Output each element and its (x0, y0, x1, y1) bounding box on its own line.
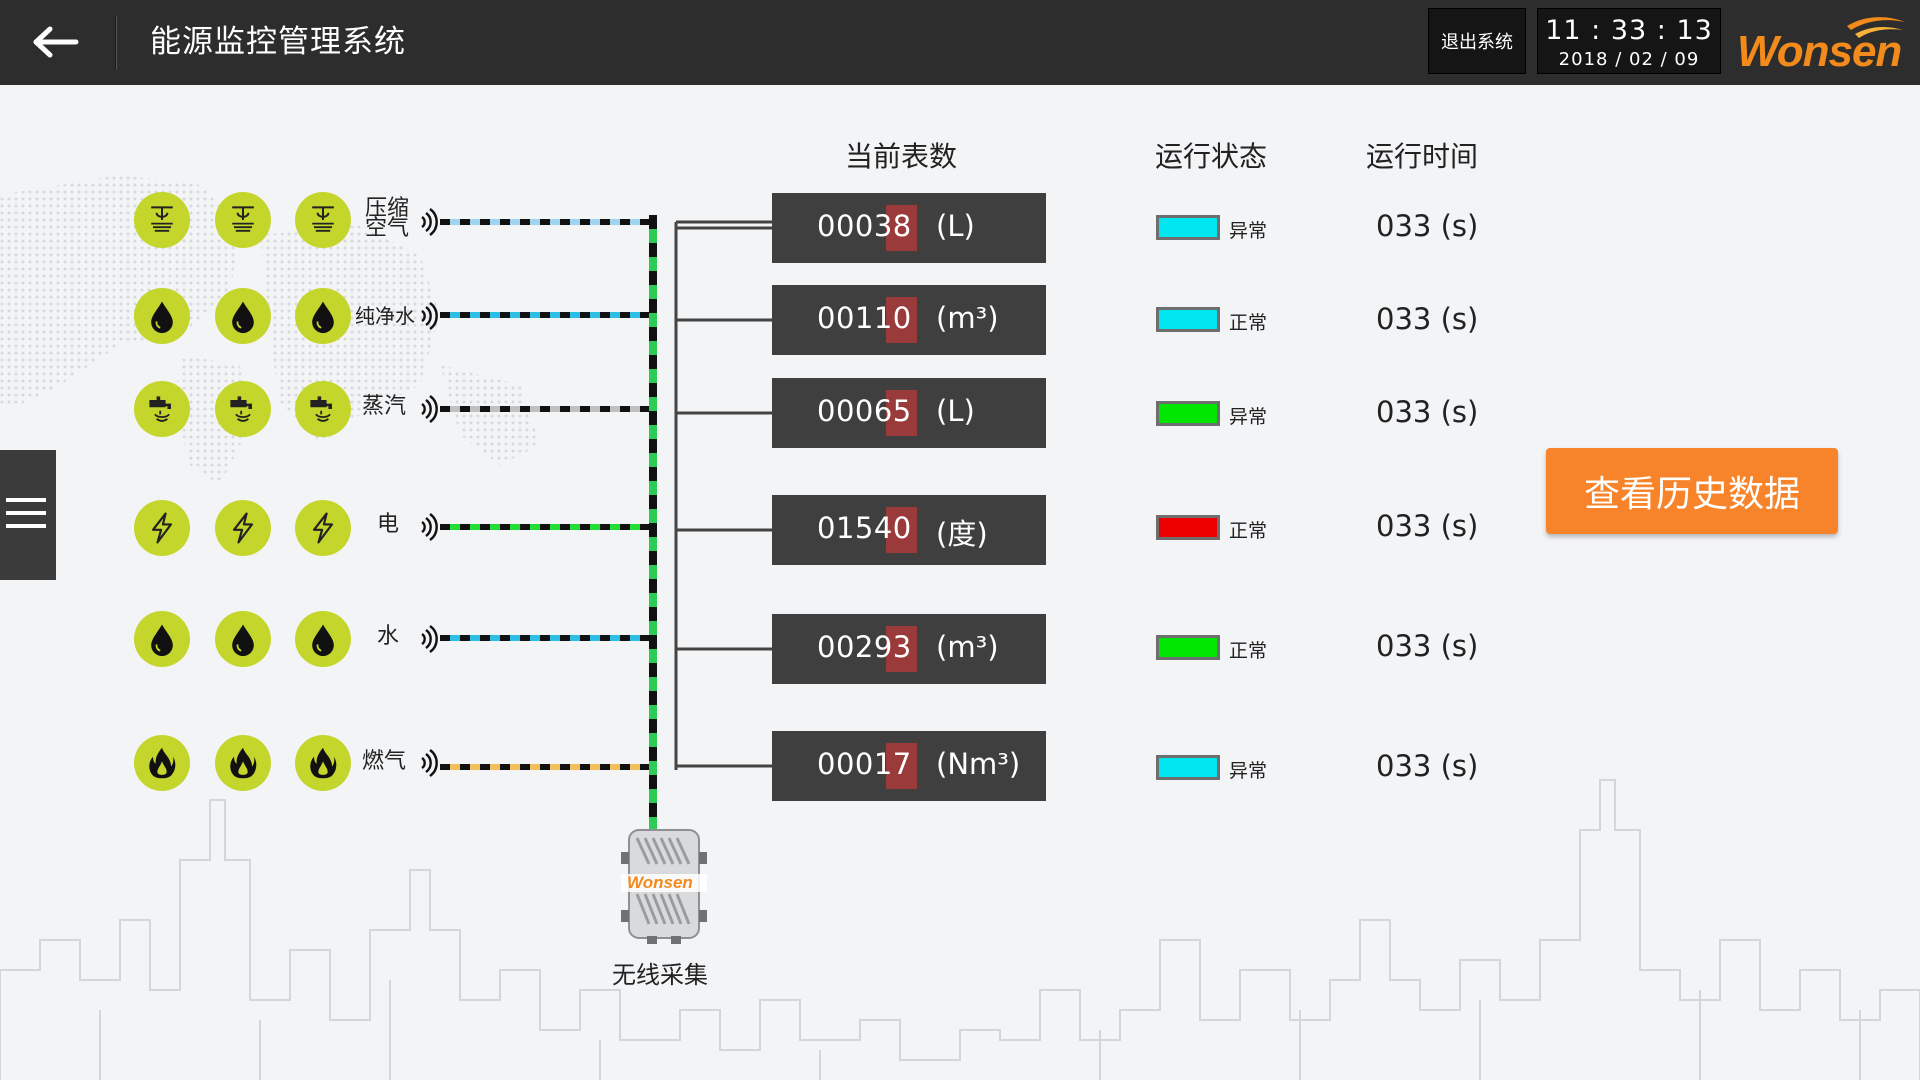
digit-cursor (886, 390, 917, 436)
wireless-signal-icon (418, 512, 438, 542)
status-text: 正常 (1229, 640, 1268, 662)
runtime-value: 033 (s) (1376, 509, 1479, 543)
meter-unit: (L) (936, 394, 975, 428)
meter-unit: (L) (936, 209, 975, 243)
digit-cursor (886, 507, 917, 553)
city-skyline-background (0, 779, 1920, 1080)
lightning-icon[interactable] (215, 500, 271, 556)
energy-label: 纯净水 (355, 304, 415, 328)
side-menu-toggle[interactable] (0, 450, 56, 580)
runtime-value: 033 (s) (1376, 749, 1479, 783)
wireless-signal-icon (418, 207, 438, 237)
meter-unit: (m³) (936, 301, 999, 335)
water-drop-icon[interactable] (215, 288, 271, 344)
meter-reading-steam[interactable]: 00065 (L) (772, 378, 1046, 448)
status-indicator (1156, 515, 1220, 540)
digit-cursor (886, 626, 917, 672)
compressed-air-icon[interactable] (215, 192, 271, 248)
digit-cursor (886, 743, 917, 789)
steam-faucet-icon[interactable] (215, 381, 271, 437)
collector-logo-text: Wonsen (627, 873, 693, 892)
clock-time: 11 : 33 : 13 (1545, 15, 1713, 46)
runtime-value: 033 (s) (1376, 302, 1479, 336)
meter-value: 00293 (817, 630, 912, 664)
energy-label: 水 (377, 624, 400, 649)
meter-unit: (度) (936, 517, 988, 551)
column-header-runtime: 运行时间 (1366, 140, 1479, 173)
lightning-icon[interactable] (295, 500, 351, 556)
arrow-left-icon (33, 26, 79, 58)
energy-label-line2: 空气 (365, 216, 410, 241)
exit-system-button[interactable]: 退出系统 (1428, 8, 1526, 74)
energy-label: 燃气 (362, 749, 407, 774)
runtime-value: 033 (s) (1376, 629, 1479, 663)
flame-icon[interactable] (134, 735, 190, 791)
meter-value: 00110 (817, 301, 912, 335)
top-bar: 能源监控管理系统 退出系统 11 : 33 : 13 2018 / 02 / 0… (0, 0, 1920, 85)
back-button[interactable] (28, 22, 84, 62)
lightning-icon[interactable] (134, 500, 190, 556)
view-history-button[interactable]: 查看历史数据 (1546, 448, 1838, 534)
meter-reading-water[interactable]: 00293 (m³) (772, 614, 1046, 684)
column-header-reading: 当前表数 (845, 140, 958, 173)
wireless-signal-icon (418, 624, 438, 654)
status-indicator (1156, 401, 1220, 426)
runtime-value: 033 (s) (1376, 209, 1479, 243)
water-drop-icon[interactable] (134, 611, 190, 667)
brand-logo: Wonsen (1737, 17, 1905, 72)
compressed-air-icon[interactable] (134, 192, 190, 248)
energy-label: 蒸汽 (362, 394, 407, 419)
status-indicator (1156, 307, 1220, 332)
meter-value: 00017 (817, 747, 912, 781)
compressed-air-icon[interactable] (295, 192, 351, 248)
energy-label: 电 (377, 512, 400, 537)
water-drop-icon[interactable] (295, 288, 351, 344)
meter-reading-pure-water[interactable]: 00110 (m³) (772, 285, 1046, 355)
meter-value: 00065 (817, 394, 912, 428)
status-text: 异常 (1229, 406, 1268, 428)
meter-reading-compressed-air[interactable]: 00038 (L) (772, 193, 1046, 263)
meter-unit: (Nm³) (936, 747, 1021, 781)
wireless-signal-icon (418, 748, 438, 778)
column-header-status: 运行状态 (1155, 140, 1268, 173)
collector-label: 无线采集 (612, 961, 708, 989)
meter-reading-electricity[interactable]: 01540 (度) (772, 495, 1046, 565)
steam-faucet-icon[interactable] (295, 381, 351, 437)
status-text: 异常 (1229, 220, 1268, 242)
header-divider (115, 16, 117, 70)
status-indicator (1156, 755, 1220, 780)
status-indicator (1156, 215, 1220, 240)
meter-unit: (m³) (936, 630, 999, 664)
status-text: 正常 (1229, 312, 1268, 334)
digit-cursor (886, 297, 917, 343)
water-drop-icon[interactable] (215, 611, 271, 667)
status-text: 异常 (1229, 760, 1268, 782)
water-drop-icon[interactable] (134, 288, 190, 344)
digit-cursor (886, 205, 917, 251)
flame-icon[interactable] (295, 735, 351, 791)
wireless-collector-device-icon[interactable]: Wonsen (619, 824, 709, 944)
meter-value: 00038 (817, 209, 912, 243)
water-drop-icon[interactable] (295, 611, 351, 667)
status-text: 正常 (1229, 520, 1268, 542)
steam-faucet-icon[interactable] (134, 381, 190, 437)
meter-reading-gas[interactable]: 00017 (Nm³) (772, 731, 1046, 801)
flame-icon[interactable] (215, 735, 271, 791)
clock-date: 2018 / 02 / 09 (1558, 49, 1700, 70)
wireless-signal-icon (418, 301, 438, 331)
energy-label-line1: 压缩 (365, 196, 410, 221)
clock-panel: 11 : 33 : 13 2018 / 02 / 09 (1537, 8, 1721, 74)
meter-value: 01540 (817, 511, 912, 545)
wireless-signal-icon (418, 394, 438, 424)
runtime-value: 033 (s) (1376, 395, 1479, 429)
page-title: 能源监控管理系统 (150, 24, 406, 60)
brand-logo-text: Wonsen (1737, 27, 1901, 72)
status-indicator (1156, 635, 1220, 660)
